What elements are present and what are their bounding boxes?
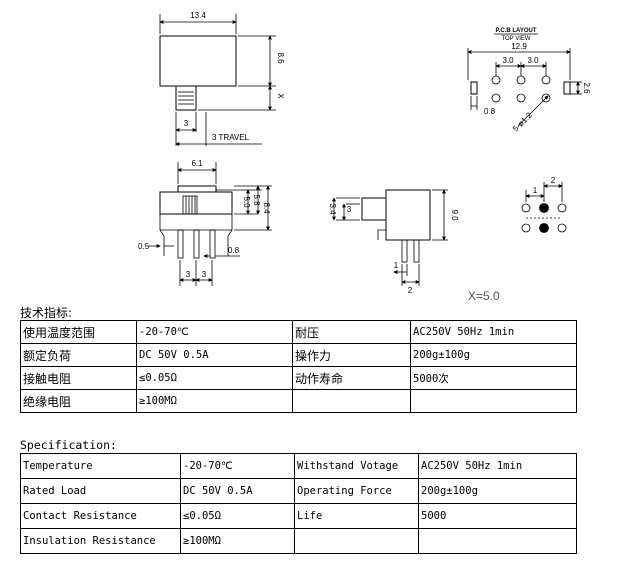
table-cell: 200g±100g bbox=[410, 343, 577, 367]
end-view bbox=[332, 189, 448, 286]
table-cell bbox=[294, 528, 419, 554]
dim-front-h2: 5.8 bbox=[252, 194, 261, 206]
table-cell: Insulation Resistance bbox=[20, 528, 181, 554]
dim-travel-label: 3 TRAVEL bbox=[212, 133, 250, 142]
dim-side-width: 13.4 bbox=[190, 11, 206, 20]
dim-front-h1: 5.0 bbox=[242, 196, 251, 208]
dim-schematic-2: 2 bbox=[551, 176, 556, 185]
table-cell: Temperature bbox=[20, 453, 181, 479]
table-cell: ≥100MΩ bbox=[136, 389, 293, 413]
table-cell: 接触电阻 bbox=[20, 366, 137, 390]
table-cell: -20-70℃ bbox=[136, 320, 293, 344]
table-cell bbox=[292, 389, 411, 413]
table-cell: 耐压 bbox=[292, 320, 411, 344]
dim-pcb-width: 12.9 bbox=[511, 42, 527, 51]
table-row: Rated Load DC 50V 0.5A Operating Force 2… bbox=[20, 478, 577, 504]
dim-front-pin-right: 0.8 bbox=[228, 246, 240, 255]
dim-front-h3: 8.4 bbox=[262, 202, 271, 214]
table-cell: 使用温度范围 bbox=[20, 320, 137, 344]
table-row: Temperature -20-70℃ Withstand Votage AC2… bbox=[20, 453, 577, 479]
table-cell bbox=[418, 528, 577, 554]
pcb-subtitle: TOP VIEW bbox=[501, 36, 530, 42]
side-view bbox=[159, 14, 276, 146]
contact-schematic bbox=[521, 182, 567, 233]
table-cell: ≥100MΩ bbox=[180, 528, 295, 554]
table-row: 绝缘电阻 ≥100MΩ bbox=[20, 389, 577, 413]
table-row: 使用温度范围 -20-70℃ 耐压 AC250V 50Hz 1min bbox=[20, 320, 577, 344]
dim-front-pitch2: 3 bbox=[202, 270, 207, 279]
dim-pcb-pitch2: 3.0 bbox=[527, 56, 539, 65]
dim-front-pitch1: 3 bbox=[186, 270, 191, 279]
table-cell: Life bbox=[294, 503, 419, 529]
table-row: Insulation Resistance ≥100MΩ bbox=[20, 528, 577, 554]
pcb-layout bbox=[467, 33, 582, 127]
table-cell: 操作力 bbox=[292, 343, 411, 367]
dim-front-pin-left: 0.5 bbox=[138, 242, 150, 251]
dim-pcb-pitch1: 3.0 bbox=[502, 56, 514, 65]
technical-drawing: 13.4 8.6 X 3 3 TRAVEL P.C.B LAYOUT TOP V… bbox=[138, 11, 591, 300]
dim-end-w1: 1 bbox=[394, 261, 399, 270]
table-cell: DC 50V 0.5A bbox=[180, 478, 295, 504]
table-cell: Rated Load bbox=[20, 478, 181, 504]
table-row: 接触电阻 ≤0.05Ω 动作寿命 5000次 bbox=[20, 366, 577, 390]
table-cell: 200g±100g bbox=[418, 478, 577, 504]
dim-front-width: 6.1 bbox=[191, 159, 203, 168]
dim-pcb-pad-width: 0.8 bbox=[484, 107, 496, 116]
table-cell: ≤0.05Ω bbox=[136, 366, 293, 390]
dim-end-w2: 2 bbox=[408, 286, 413, 295]
dim-end-h1: 3.4 bbox=[328, 203, 337, 215]
table-cell: Withstand Votage bbox=[294, 453, 419, 479]
table-row: Contact Resistance ≤0.05Ω Life 5000 bbox=[20, 503, 577, 529]
table-cell bbox=[410, 389, 577, 413]
dim-end-height: 9.0 bbox=[450, 209, 459, 221]
table-cell: DC 50V 0.5A bbox=[136, 343, 293, 367]
cn-spec-table: 使用温度范围 -20-70℃ 耐压 AC250V 50Hz 1min 额定负荷 … bbox=[20, 320, 577, 413]
table-cell: Contact Resistance bbox=[20, 503, 181, 529]
table-cell: AC250V 50Hz 1min bbox=[410, 320, 577, 344]
table-cell: ≤0.05Ω bbox=[180, 503, 295, 529]
cn-spec-caption: 技术指标: bbox=[20, 306, 73, 320]
dim-side-h2: X bbox=[276, 93, 285, 99]
dim-side-h1: 8.6 bbox=[276, 52, 285, 64]
table-cell: 额定负荷 bbox=[20, 343, 137, 367]
table-row: 额定负荷 DC 50V 0.5A 操作力 200g±100g bbox=[20, 343, 577, 367]
table-cell: -20-70℃ bbox=[180, 453, 295, 479]
pcb-title: P.C.B LAYOUT bbox=[495, 28, 536, 34]
dim-end-h2: 3 bbox=[347, 205, 352, 214]
en-spec-caption: Specification: bbox=[20, 438, 117, 452]
dim-pcb-pad-height: 2.6 bbox=[582, 82, 591, 94]
table-cell: 5000次 bbox=[410, 366, 577, 390]
table-cell: 5000 bbox=[418, 503, 577, 529]
table-cell: 动作寿命 bbox=[292, 366, 411, 390]
note-x-value: X=5.0 bbox=[468, 289, 500, 300]
table-cell: Operating Force bbox=[294, 478, 419, 504]
en-spec-table: Temperature -20-70℃ Withstand Votage AC2… bbox=[20, 453, 577, 554]
dim-side-travel: 3 bbox=[184, 119, 189, 128]
dim-schematic-1: 1 bbox=[533, 186, 538, 195]
table-cell: 绝缘电阻 bbox=[20, 389, 137, 413]
table-cell: AC250V 50Hz 1min bbox=[418, 453, 577, 479]
front-view bbox=[148, 162, 272, 286]
